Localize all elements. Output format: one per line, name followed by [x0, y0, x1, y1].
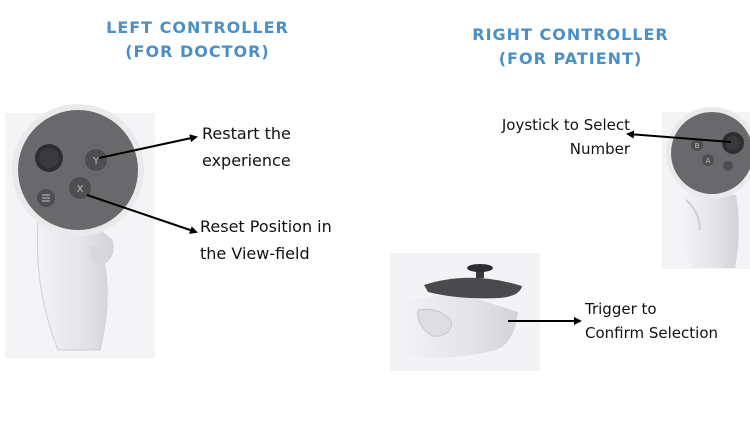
left-controller-image: Y X: [5, 104, 155, 358]
trigger-controller-image: [390, 253, 540, 371]
reset-arrow: [86, 194, 198, 234]
right-heading-line2: (FOR PATIENT): [498, 49, 643, 68]
trigger-label: Trigger to Confirm Selection: [585, 297, 718, 345]
left-heading-line1: LEFT CONTROLLER: [106, 18, 289, 37]
trigger-label-line1: Trigger to: [585, 300, 657, 318]
restart-label-line2: experience: [202, 151, 291, 170]
right-controller-image: B A: [662, 107, 750, 269]
a-button: [702, 154, 714, 166]
right-controller-heading: RIGHT CONTROLLER (FOR PATIENT): [458, 23, 683, 71]
b-button: [691, 139, 703, 151]
trigger-button: [417, 308, 453, 337]
joystick-label-line2: Number: [569, 140, 630, 158]
reset-label-line1: Reset Position in: [200, 217, 332, 236]
joystick-label: Joystick to Select Number: [478, 113, 630, 161]
joystick-label-line1: Joystick to Select: [501, 116, 630, 134]
b-button-label: B: [695, 142, 700, 150]
trigger-faceplate: [424, 277, 522, 299]
y-button-label: Y: [92, 156, 100, 167]
x-button-label: X: [77, 184, 84, 195]
left-controller-heading: LEFT CONTROLLER (FOR DOCTOR): [90, 16, 305, 64]
left-heading-line2: (FOR DOCTOR): [125, 42, 270, 61]
a-button-label: A: [706, 157, 711, 165]
restart-arrow: [98, 134, 198, 159]
oculus-button: [723, 161, 733, 171]
menu-icon: [42, 194, 50, 202]
reset-label-line2: the View-field: [200, 244, 310, 263]
left-faceplate: [18, 110, 138, 230]
restart-label: Restart the experience: [202, 120, 291, 174]
trigger-joystick: [467, 264, 493, 272]
joystick-arrow: [626, 130, 732, 143]
x-button: [69, 177, 91, 199]
restart-label-line1: Restart the: [202, 124, 291, 143]
right-heading-line1: RIGHT CONTROLLER: [472, 25, 669, 44]
y-button: [85, 149, 107, 171]
right-faceplate: [671, 112, 750, 194]
reset-position-label: Reset Position in the View-field: [200, 213, 332, 267]
trigger-label-line2: Confirm Selection: [585, 324, 719, 342]
